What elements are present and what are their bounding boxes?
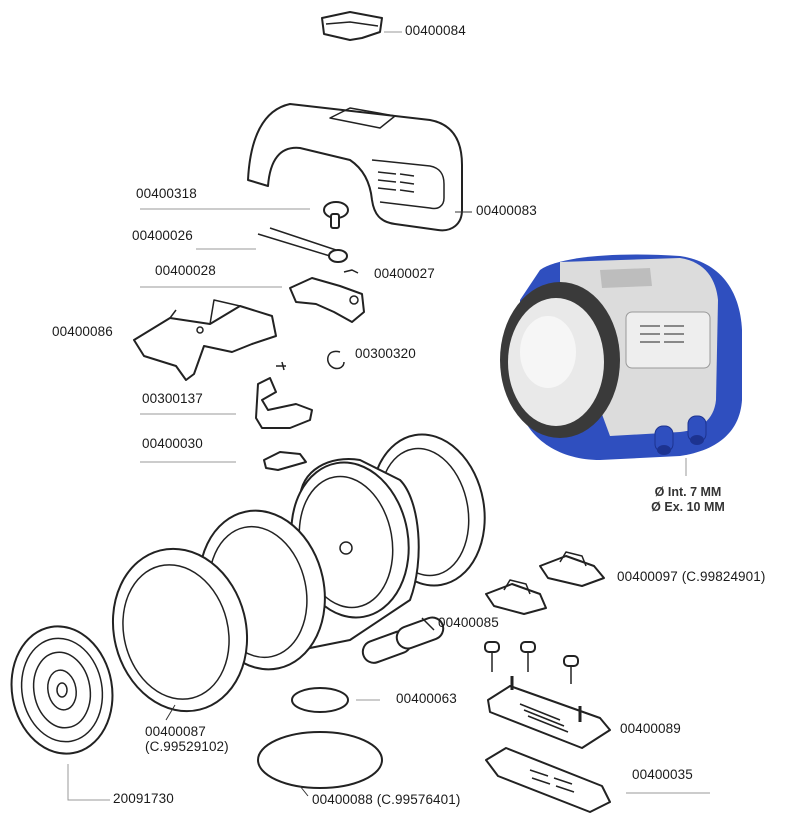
part-00400088-drawing [257,731,383,797]
part-label: 00400088 (C.99576401) [312,792,461,807]
spec-internal-diameter: Ø Int. 7 MM [654,485,722,499]
part-00400084-drawing [321,11,402,41]
part-label: 00300320 [355,346,416,361]
part-00400026-drawing [196,227,348,263]
part-label: 00400028 [155,263,216,278]
part-label: 00400089 [620,721,681,736]
spec-external-diameter: Ø Ex. 10 MM [651,500,725,514]
part-label: 00400027 [374,266,435,281]
part-label: 00400086 [52,324,113,339]
part-label: 00300137 [142,391,203,406]
part-label: 00400083 [476,203,537,218]
part-00400097-drawing [485,551,605,615]
part-label: (C.99529102) [145,739,229,754]
part-label: 00400030 [142,436,203,451]
part-00400035-drawing [485,747,710,813]
part-20091730-drawing [10,625,114,801]
part-00300137-drawing [140,361,313,429]
part-00300320-drawing [327,350,345,370]
part-00400063-drawing [291,687,380,713]
part-label: 00400097 (C.99824901) [617,569,766,584]
part-00400086-drawing [133,299,277,381]
part-00400085-drawing [198,433,486,671]
part-00400318-drawing [140,201,349,229]
part-00400089-drawing [487,676,611,749]
part-label: 00400085 [438,615,499,630]
part-label: 20091730 [113,791,174,806]
part-00400028-drawing [140,269,365,323]
part-label: 00400084 [405,23,466,38]
pulsator-photo [500,254,742,476]
part-00400030-drawing [140,451,307,471]
part-label: 00400318 [136,186,197,201]
part-00400087-drawing [111,547,249,721]
part-label: 00400026 [132,228,193,243]
screws-drawing [484,641,579,684]
part-label: 00400087 [145,724,206,739]
part-label: 00400063 [396,691,457,706]
part-00400083-drawing [247,103,472,232]
part-label: 00400035 [632,767,693,782]
